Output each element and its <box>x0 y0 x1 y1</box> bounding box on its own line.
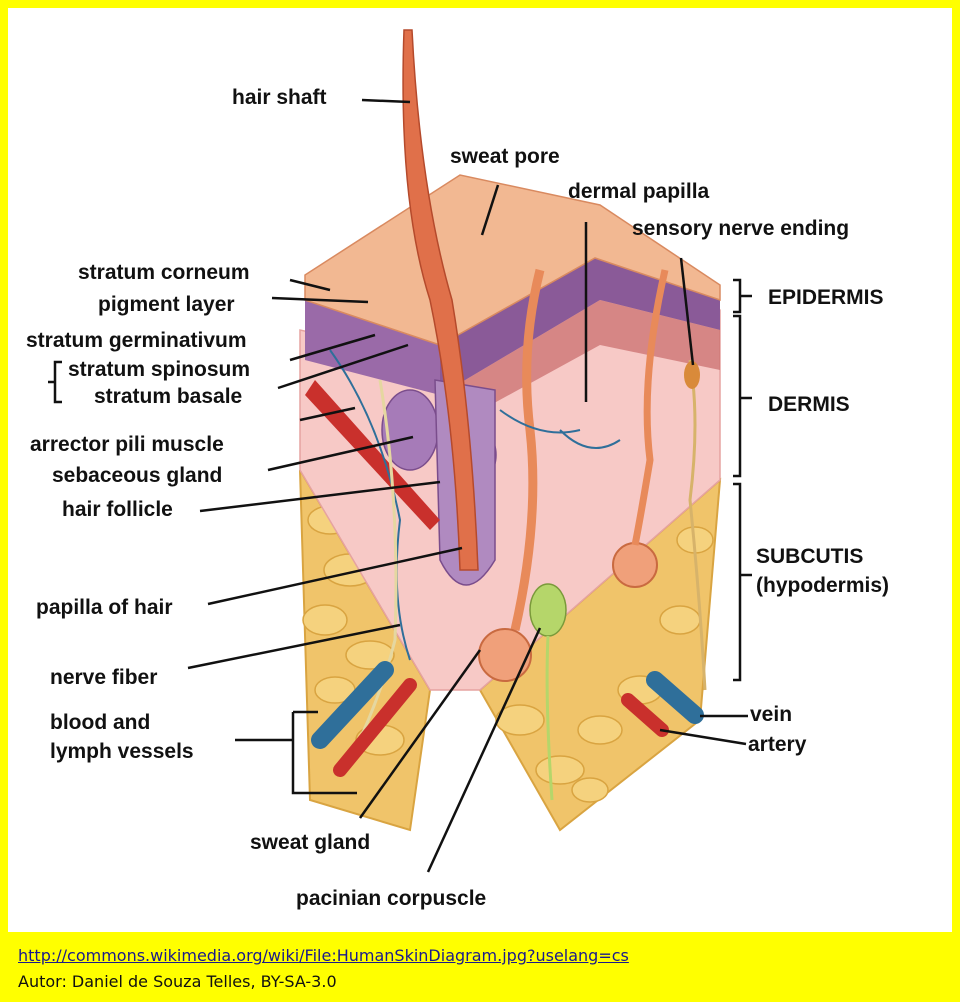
label-sweat-pore: sweat pore <box>450 145 560 168</box>
nerve-fiber-line <box>348 379 398 761</box>
leader-lines <box>48 98 752 873</box>
label-arrector-pili-muscle: arrector pili muscle <box>30 433 224 456</box>
label-nerve-fiber: nerve fiber <box>50 666 158 689</box>
label-hypodermis: (hypodermis) <box>756 574 890 597</box>
sensory-nerve-bulb <box>684 361 700 389</box>
source-link[interactable]: http://commons.wikimedia.org/wiki/File:H… <box>18 946 629 965</box>
label-hair-follicle: hair follicle <box>62 498 173 521</box>
pigment-layer-left <box>305 300 440 395</box>
vein-left <box>311 661 394 749</box>
label-stratum-corneum: stratum corneum <box>78 261 250 284</box>
label-stratum-basale: stratum basale <box>94 385 243 408</box>
label-vein: vein <box>750 703 793 726</box>
pacinian-corpuscle-shape <box>529 583 567 637</box>
artery-left <box>333 678 417 777</box>
label-stratum-germinativum: stratum germinativum <box>26 329 247 352</box>
label-pacinian-corpuscle: pacinian corpuscle <box>296 887 487 910</box>
label-lymph-vessels: lymph vessels <box>50 740 194 763</box>
label-dermal-papilla: dermal papilla <box>568 180 710 203</box>
pacinian-nerve <box>545 635 554 801</box>
epidermis-top-surface <box>304 174 721 346</box>
vessel-network <box>329 349 621 661</box>
fat-lobules <box>302 505 714 803</box>
coiled-duct-right <box>631 269 669 546</box>
label-sebaceous-gland: sebaceous gland <box>52 464 223 487</box>
label-sweat-gland: sweat gland <box>250 831 371 854</box>
label-dermis: DERMIS <box>768 393 850 416</box>
label-sensory-nerve-ending: sensory nerve ending <box>632 217 850 240</box>
sweat-duct-shape <box>510 268 545 631</box>
label-pigment-layer: pigment layer <box>98 293 235 316</box>
author-credit: Autor: Daniel de Souza Telles, BY-SA-3.0 <box>18 972 337 991</box>
label-stratum-spinosum: stratum spinosum <box>68 358 251 381</box>
sensory-nerve-shape <box>688 359 707 691</box>
sweat-gland-coil <box>478 628 532 682</box>
label-epidermis: EPIDERMIS <box>768 286 884 309</box>
label-subcutis: SUBCUTIS <box>756 545 864 568</box>
artery-right <box>621 693 669 737</box>
label-hair-shaft: hair shaft <box>232 86 327 109</box>
arrector-pili-shape <box>305 380 440 530</box>
vein-right <box>646 671 704 724</box>
label-artery: artery <box>748 733 807 756</box>
label-blood-and: blood and <box>50 711 151 734</box>
hair-shaft-shape <box>402 29 479 571</box>
label-papilla-of-hair: papilla of hair <box>36 596 173 619</box>
pigment-layer-right <box>440 258 720 395</box>
coiled-gland-right <box>612 542 658 588</box>
